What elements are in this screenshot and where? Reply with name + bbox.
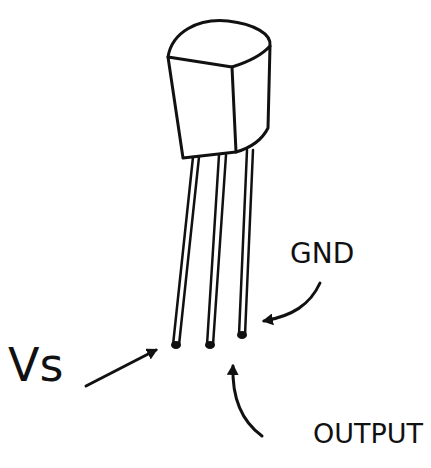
leader-arrows — [86, 283, 320, 436]
sensor-legs — [173, 150, 253, 345]
gnd-arrow — [264, 283, 320, 321]
pin-label: Vs — [8, 342, 63, 388]
package-side — [232, 46, 270, 152]
package-face — [168, 57, 236, 158]
vs-leg — [173, 157, 199, 345]
gnd-leg — [239, 150, 253, 335]
to92-package — [168, 21, 270, 158]
leg-end — [205, 341, 215, 349]
output-leg — [207, 155, 226, 345]
leg-end — [237, 331, 247, 339]
leg-ends — [171, 331, 247, 349]
pin-label: GND — [290, 240, 354, 268]
leg-end — [171, 341, 181, 349]
output-arrow — [233, 366, 262, 436]
package-top — [168, 21, 270, 57]
vs-arrow — [86, 350, 156, 386]
pin-label: OUTPUT — [313, 420, 423, 447]
